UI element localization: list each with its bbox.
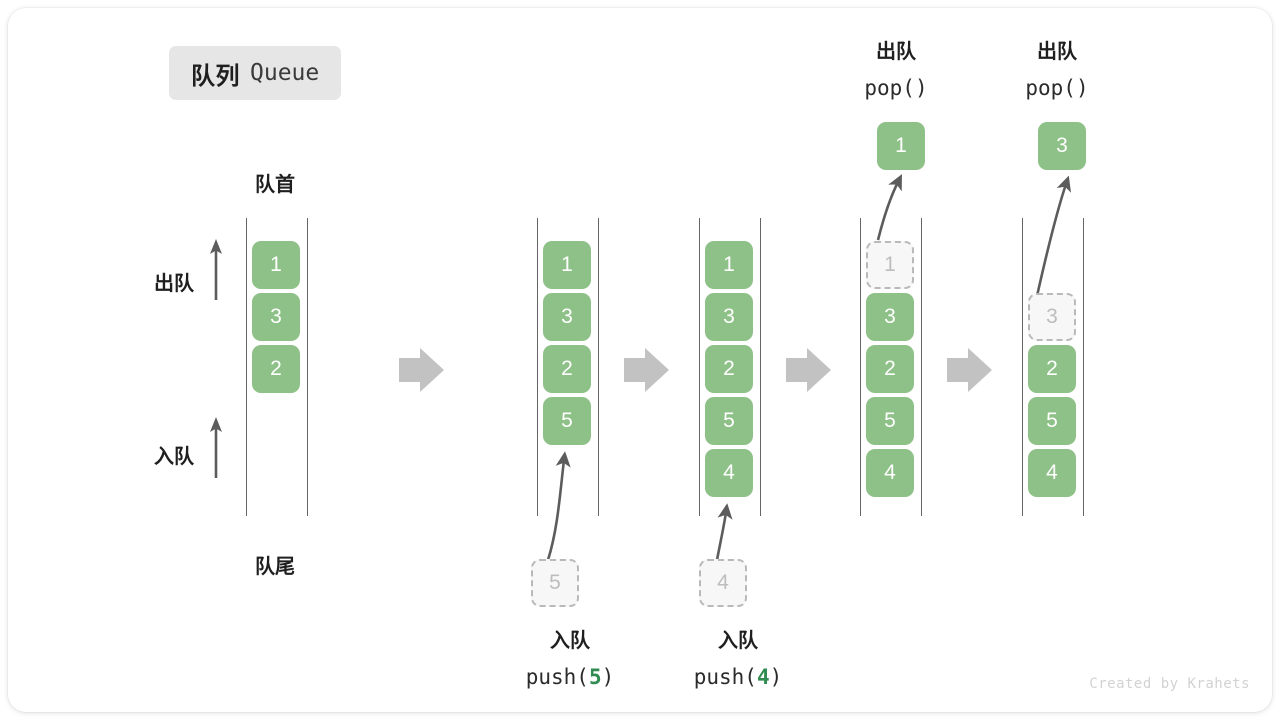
push-5-motion-arrow bbox=[546, 451, 571, 561]
operation-code: push(5) bbox=[526, 665, 615, 689]
operation-code: pop() bbox=[864, 76, 927, 100]
incoming-ghost-box: 5 bbox=[531, 559, 579, 607]
step-arrow-icon-3 bbox=[786, 348, 831, 392]
queue-tail-label: 队尾 bbox=[255, 556, 295, 578]
queue-item: 2 bbox=[866, 345, 914, 393]
title-english: Queue bbox=[250, 60, 320, 86]
operation-label-cn: 出队 bbox=[876, 41, 916, 63]
rail-left bbox=[537, 218, 538, 516]
rail-left bbox=[246, 218, 247, 516]
rail-right bbox=[1083, 218, 1084, 516]
operation-label-cn: 入队 bbox=[550, 630, 590, 652]
pop-1-motion-arrow bbox=[876, 174, 902, 241]
operation-label-cn: 出队 bbox=[1037, 41, 1077, 63]
queue-item: 3 bbox=[543, 293, 591, 341]
step-arrow-icon-1 bbox=[399, 348, 444, 392]
code-prefix: pop( bbox=[1025, 76, 1076, 100]
code-prefix: push( bbox=[525, 665, 589, 689]
diagram-canvas: 队列 Queue 队首 队尾 出队 入队 bbox=[8, 8, 1272, 712]
operation-code: pop() bbox=[1025, 76, 1088, 100]
rail-left bbox=[860, 218, 861, 516]
rail-left bbox=[699, 218, 700, 516]
operation-code: push(4) bbox=[694, 665, 783, 689]
queue-item: 2 bbox=[705, 345, 753, 393]
title-badge: 队列 Queue bbox=[169, 46, 342, 100]
queue-item: 1 bbox=[543, 241, 591, 289]
queue-item: 5 bbox=[866, 397, 914, 445]
rail-right bbox=[307, 218, 308, 516]
rail-right bbox=[760, 218, 761, 516]
queue-item: 5 bbox=[1028, 397, 1076, 445]
enqueue-up-arrow-icon bbox=[210, 417, 222, 478]
queue-item-new: 4 bbox=[705, 449, 753, 497]
queue-item: 1 bbox=[705, 241, 753, 289]
rail-right bbox=[598, 218, 599, 516]
code-suffix: ) bbox=[601, 665, 615, 689]
popped-result-box: 1 bbox=[877, 122, 925, 170]
step-arrow-icon-2 bbox=[624, 348, 669, 392]
rail-left bbox=[1022, 218, 1023, 516]
pop-3-motion-arrow bbox=[1035, 175, 1072, 297]
push-4-motion-arrow bbox=[715, 503, 733, 561]
queue-item: 3 bbox=[866, 293, 914, 341]
operation-label-cn: 入队 bbox=[718, 630, 758, 652]
queue-item: 4 bbox=[1028, 449, 1076, 497]
queue-item: 2 bbox=[543, 345, 591, 393]
queue-item-removed: 1 bbox=[866, 241, 914, 289]
dequeue-up-arrow-icon bbox=[210, 239, 222, 300]
queue-item: 3 bbox=[705, 293, 753, 341]
queue-item: 3 bbox=[252, 293, 300, 341]
queue-item: 2 bbox=[252, 345, 300, 393]
code-prefix: push( bbox=[693, 665, 757, 689]
queue-item: 5 bbox=[705, 397, 753, 445]
queue-item: 1 bbox=[252, 241, 300, 289]
rail-right bbox=[921, 218, 922, 516]
code-arg: 4 bbox=[756, 665, 770, 689]
credit-text: Created by Krahets bbox=[1089, 676, 1250, 692]
dequeue-direction-label: 出队 bbox=[154, 273, 194, 295]
queue-head-label: 队首 bbox=[255, 174, 295, 196]
incoming-ghost-box: 4 bbox=[699, 559, 747, 607]
queue-item: 2 bbox=[1028, 345, 1076, 393]
code-suffix: ) bbox=[1075, 76, 1089, 100]
queue-item: 4 bbox=[866, 449, 914, 497]
popped-result-box: 3 bbox=[1038, 122, 1086, 170]
code-arg: 5 bbox=[588, 665, 602, 689]
enqueue-direction-label: 入队 bbox=[154, 446, 194, 468]
code-prefix: pop( bbox=[864, 76, 915, 100]
code-suffix: ) bbox=[914, 76, 928, 100]
code-suffix: ) bbox=[769, 665, 783, 689]
queue-item-new: 5 bbox=[543, 397, 591, 445]
step-arrow-icon-4 bbox=[947, 348, 992, 392]
title-chinese: 队列 bbox=[191, 62, 240, 90]
queue-item-removed: 3 bbox=[1028, 293, 1076, 341]
